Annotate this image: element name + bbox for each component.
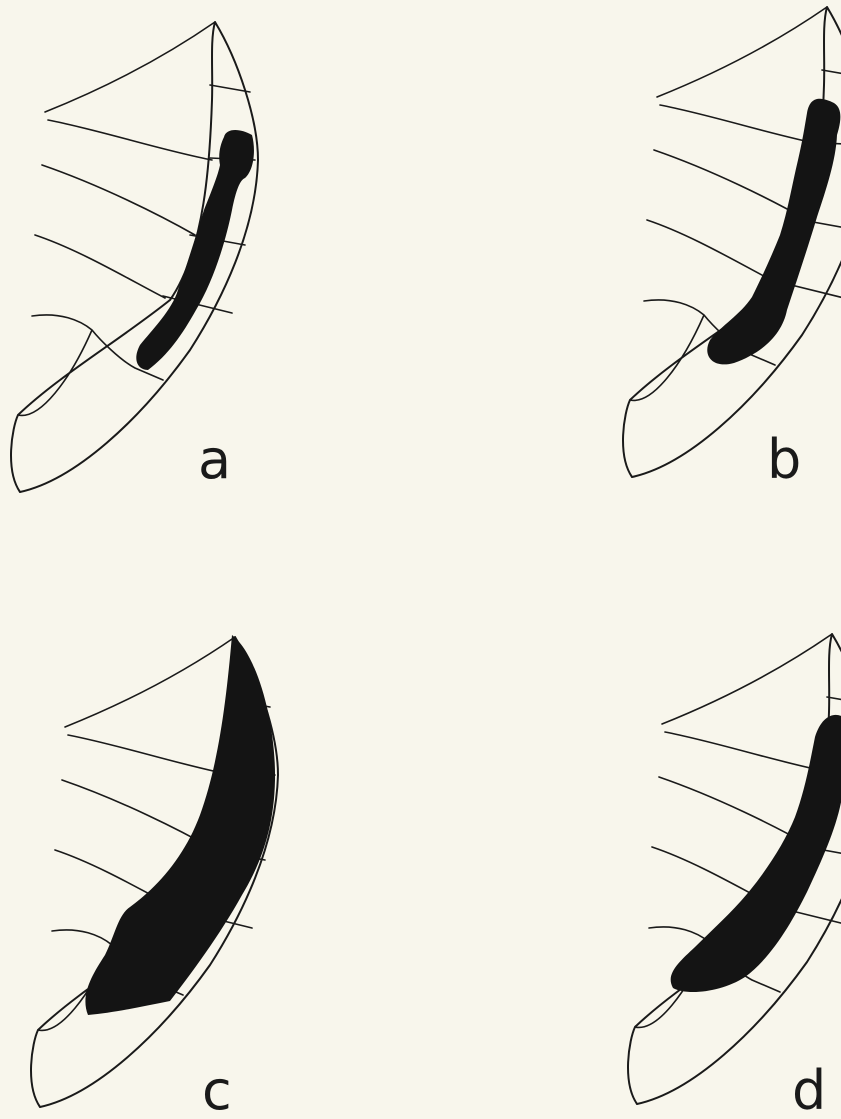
wing-marking-a bbox=[136, 130, 254, 370]
panel-label-b: b bbox=[767, 428, 801, 491]
wing-panel-d: d bbox=[628, 634, 841, 1119]
wing-panel-b: b bbox=[623, 7, 841, 491]
wing-marking-b bbox=[707, 99, 840, 365]
panel-label-a: a bbox=[198, 428, 231, 491]
panel-label-d: d bbox=[792, 1059, 826, 1119]
wing-outline-a bbox=[11, 22, 258, 492]
wing-marking-d bbox=[671, 715, 841, 992]
wing-panel-a: a bbox=[11, 22, 258, 492]
wing-panel-c: c bbox=[31, 635, 278, 1119]
panel-label-c: c bbox=[202, 1059, 232, 1119]
wing-marking-c bbox=[85, 635, 275, 1015]
